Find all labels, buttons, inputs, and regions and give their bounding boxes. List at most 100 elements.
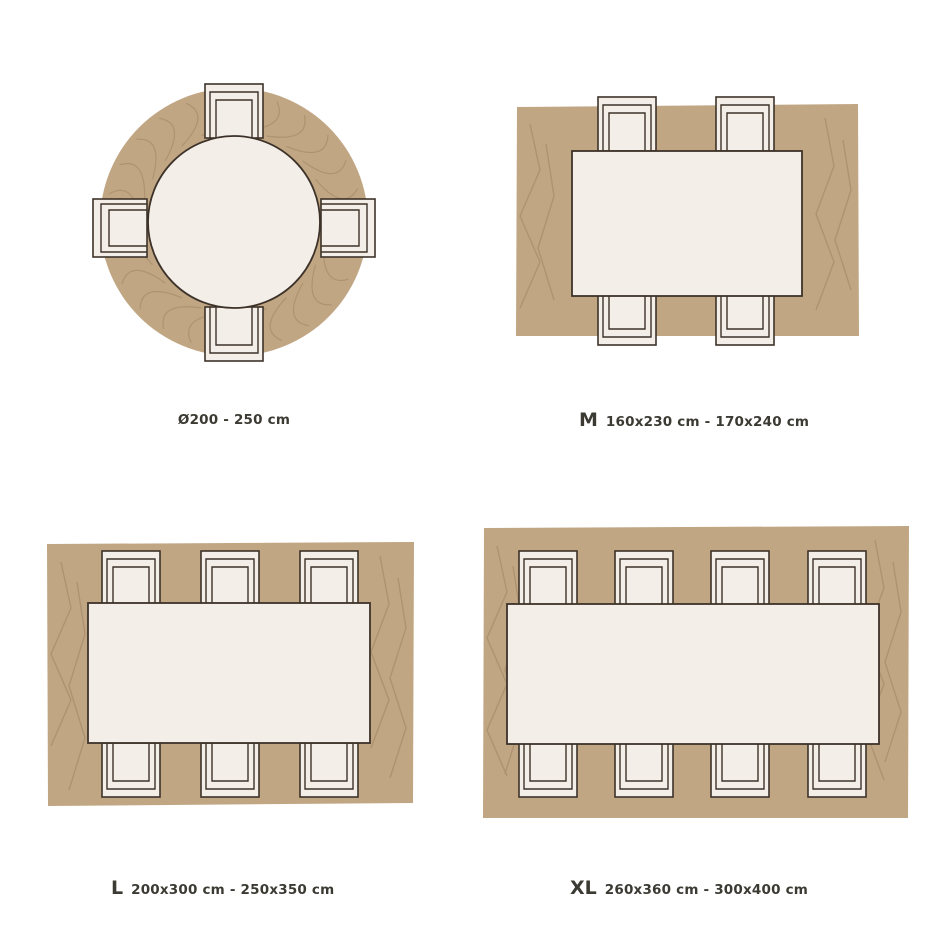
chair-backrest [310, 743, 348, 782]
chair-backrest [215, 99, 253, 138]
rug-texture-line [158, 117, 175, 162]
chair-backrest [112, 566, 150, 605]
extra-large-size-range: 260x360 cm - 300x400 cm [604, 882, 809, 898]
chair [101, 550, 161, 606]
chair-seat [204, 83, 264, 139]
chair [807, 550, 867, 606]
medium-size-caption: M 160x230 cm - 170x240 cm [579, 409, 809, 431]
medium-size-code: M [579, 409, 598, 431]
chair-armrest [715, 743, 765, 790]
chair-backrest [608, 291, 646, 330]
rug-texture-line [139, 290, 182, 309]
chair-armrest [304, 558, 354, 605]
chair [518, 550, 578, 606]
rug-texture-line [269, 297, 287, 342]
rug-texture-line [293, 282, 310, 327]
chair-backrest [108, 209, 147, 247]
chair-armrest [523, 743, 573, 790]
chair [200, 742, 260, 798]
chair-armrest [205, 558, 255, 605]
chair [614, 550, 674, 606]
chair-backrest [625, 566, 663, 605]
chair [518, 742, 578, 798]
rug-texture-line [302, 159, 347, 175]
chair-seat [518, 550, 578, 606]
chair-seat [807, 742, 867, 798]
chair [101, 742, 161, 798]
chair-backrest [625, 743, 663, 782]
chair-backrest [215, 307, 253, 346]
chair-seat [200, 742, 260, 798]
table [87, 602, 371, 744]
round-table [147, 135, 321, 309]
chair-seat [518, 742, 578, 798]
chair-seat [204, 306, 264, 362]
chair-backrest [112, 743, 150, 782]
chair-seat [200, 550, 260, 606]
chair-backrest [818, 743, 856, 782]
rug-texture-line [537, 143, 555, 301]
medium-rug-layout [516, 96, 859, 346]
chair-armrest [209, 91, 259, 138]
chair-armrest [321, 203, 368, 253]
rug-texture-line [68, 581, 86, 791]
chair-backrest [211, 566, 249, 605]
round-size-range: Ø200 - 250 cm [177, 412, 291, 428]
rug-texture-line [136, 138, 157, 180]
rug-texture-line [181, 102, 199, 147]
extra-large-rug-layout [483, 526, 909, 818]
chair-armrest [205, 743, 255, 790]
rug-texture-line [884, 561, 902, 763]
chair-armrest [720, 291, 770, 338]
rug-texture-line [370, 555, 390, 749]
chair-backrest [721, 743, 759, 782]
chair-backrest [211, 743, 249, 782]
chair-seat [101, 742, 161, 798]
chair-armrest [106, 558, 156, 605]
chair-armrest [619, 558, 669, 605]
rug-texture-line [486, 545, 508, 777]
chair [710, 550, 770, 606]
chair-backrest [310, 566, 348, 605]
round-size-caption: Ø200 - 250 cm [0, 412, 468, 428]
chair [597, 290, 657, 346]
chair-seat [320, 198, 376, 258]
chair [320, 198, 376, 258]
chair-backrest [818, 566, 856, 605]
chair-backrest [721, 566, 759, 605]
chair-armrest [602, 104, 652, 151]
chair-seat [614, 550, 674, 606]
chair-backrest [529, 743, 567, 782]
chair-backrest [726, 112, 764, 151]
rug-texture-line [519, 123, 541, 309]
large-size-caption: L 200x300 cm - 250x350 cm [111, 877, 334, 899]
chair-seat [710, 550, 770, 606]
chair-seat [101, 550, 161, 606]
chair-seat [299, 742, 359, 798]
table [506, 603, 880, 745]
chair-seat [614, 742, 674, 798]
chair-seat [92, 198, 148, 258]
chair [200, 550, 260, 606]
chair [807, 742, 867, 798]
chair-armrest [304, 743, 354, 790]
chair-seat [597, 290, 657, 346]
round-rug-layout [92, 83, 376, 362]
chair-armrest [812, 743, 862, 790]
extra-large-size-code: XL [570, 877, 597, 899]
chair-armrest [619, 743, 669, 790]
medium-size-range: 160x230 cm - 170x240 cm [605, 414, 810, 430]
chair [715, 96, 775, 152]
rug-texture-line [266, 114, 306, 138]
chair [92, 198, 148, 258]
chair-armrest [602, 291, 652, 338]
rug-texture-line [121, 269, 166, 285]
chair [614, 742, 674, 798]
rug-texture-line [834, 139, 852, 291]
chair-seat [715, 96, 775, 152]
rug-texture-line [50, 561, 72, 747]
chair-armrest [720, 104, 770, 151]
chair [597, 96, 657, 152]
